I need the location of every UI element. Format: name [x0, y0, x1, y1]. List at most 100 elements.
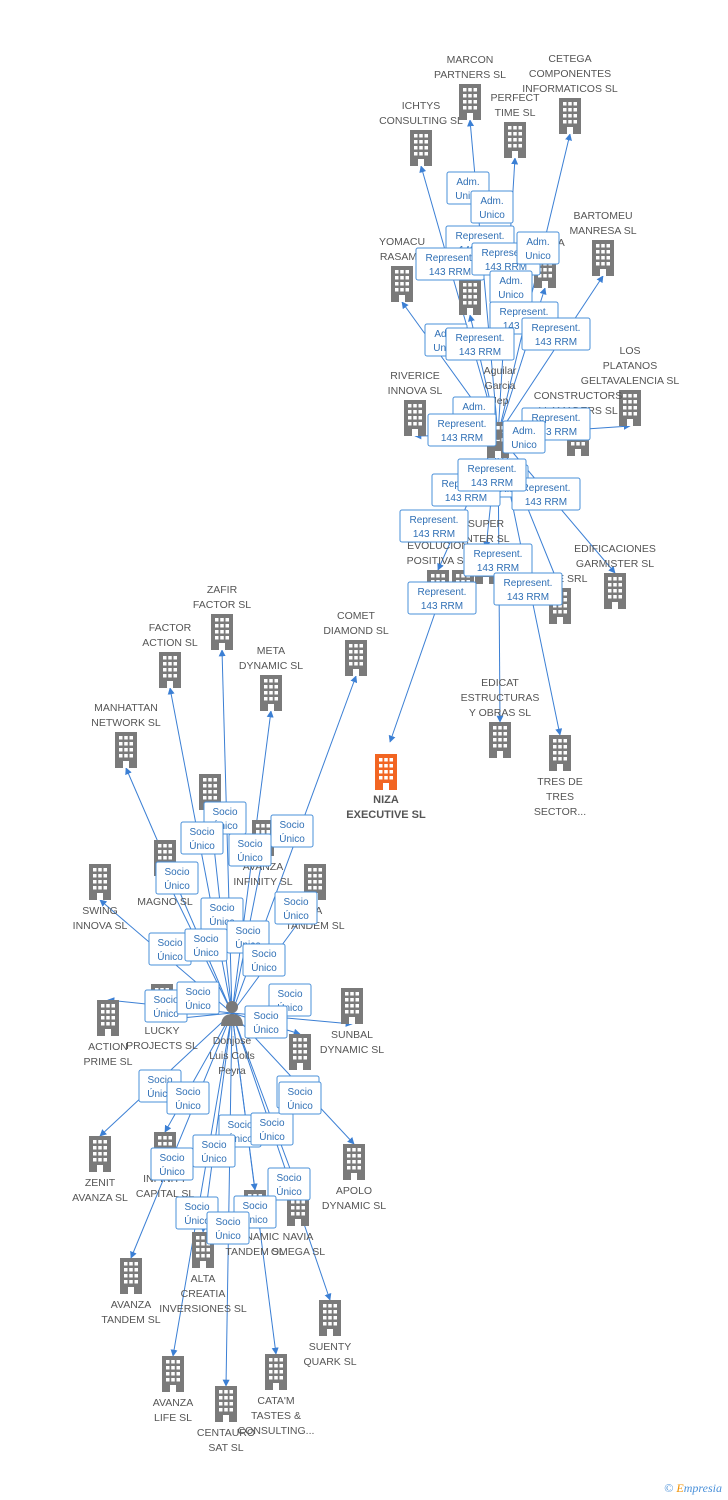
building-icon — [459, 279, 481, 315]
edge-label: Represent.143 RRM — [415, 247, 485, 281]
company-node-zafir[interactable] — [211, 614, 233, 650]
building-icon — [97, 1000, 119, 1036]
edge-label: Represent.143 RRM — [511, 477, 581, 511]
company-node-edificaciones[interactable] — [604, 573, 626, 609]
building-icon — [404, 400, 426, 436]
company-node-centauro[interactable] — [215, 1386, 237, 1422]
building-icon — [559, 98, 581, 134]
svg-text:Represent.143 RRM: Represent.143 RRM — [438, 419, 487, 444]
edge-person-navia — [231, 1012, 300, 1191]
building-icon — [592, 240, 614, 276]
company-node-riverice[interactable] — [404, 400, 426, 436]
company-node-action[interactable] — [97, 1000, 119, 1036]
company-node-edicat[interactable] — [489, 722, 511, 758]
person-node-main[interactable] — [221, 1001, 243, 1026]
edge-label: Adm.Unico — [489, 270, 533, 304]
svg-text:Adm.Unico: Adm.Unico — [525, 237, 551, 262]
building-icon — [489, 722, 511, 758]
company-node-comet[interactable] — [345, 640, 367, 676]
company-node-suenty[interactable] — [319, 1300, 341, 1336]
company-node-los_platanos[interactable] — [619, 390, 641, 426]
company-node-avanza_tandem[interactable] — [120, 1258, 142, 1294]
edge-person-catam — [231, 1012, 279, 1355]
building-icon — [115, 732, 137, 768]
company-node-factor[interactable] — [159, 652, 181, 688]
main-company-node[interactable] — [375, 754, 397, 790]
svg-text:Adm.Unico: Adm.Unico — [479, 196, 505, 221]
building-icon — [391, 266, 413, 302]
building-icon — [619, 390, 641, 426]
company-node-manhattan[interactable] — [115, 732, 137, 768]
company-node-dy[interactable] — [289, 1034, 311, 1070]
company-node-ichtys[interactable] — [410, 130, 432, 166]
company-node-mid1[interactable] — [459, 279, 481, 315]
building-icon — [89, 1136, 111, 1172]
company-node-bartomeu[interactable] — [592, 240, 614, 276]
company-node-tres[interactable] — [549, 735, 571, 771]
company-node-swing[interactable] — [89, 864, 111, 900]
svg-text:Represent.143 RRM: Represent.143 RRM — [468, 464, 517, 489]
company-node-perfect[interactable] — [504, 122, 526, 158]
company-node-avanza_life[interactable] — [162, 1356, 184, 1392]
building-icon — [215, 1386, 237, 1422]
company-node-cetega[interactable] — [559, 98, 581, 134]
company-node-zenit[interactable] — [89, 1136, 111, 1172]
company-node-apolo[interactable] — [343, 1144, 365, 1180]
edge-upper-bartomeu — [497, 275, 604, 436]
company-node-sunbal[interactable] — [341, 988, 363, 1024]
svg-text:Represent.143 RRM: Represent.143 RRM — [532, 413, 581, 438]
edge-to-niza — [388, 609, 437, 743]
svg-text:Represent.143 RRM: Represent.143 RRM — [474, 549, 523, 574]
company-node-yomacu[interactable] — [391, 266, 413, 302]
company-node-catam[interactable] — [265, 1354, 287, 1390]
svg-text:Represent.143 RRM: Represent.143 RRM — [482, 248, 531, 273]
building-icon — [260, 675, 282, 711]
company-node-meta[interactable] — [260, 675, 282, 711]
edge-person-avanza_tandem — [130, 1012, 233, 1259]
building-icon — [211, 614, 233, 650]
edge-person-centauro — [222, 1012, 233, 1387]
edge-label: Represent.143 RRM — [521, 317, 591, 351]
edge-label: Adm.Unico — [470, 190, 514, 224]
building-icon — [265, 1354, 287, 1390]
building-icon — [89, 864, 111, 900]
svg-text:Represent.143 RRM: Represent.143 RRM — [410, 515, 459, 540]
building-icon — [319, 1300, 341, 1336]
